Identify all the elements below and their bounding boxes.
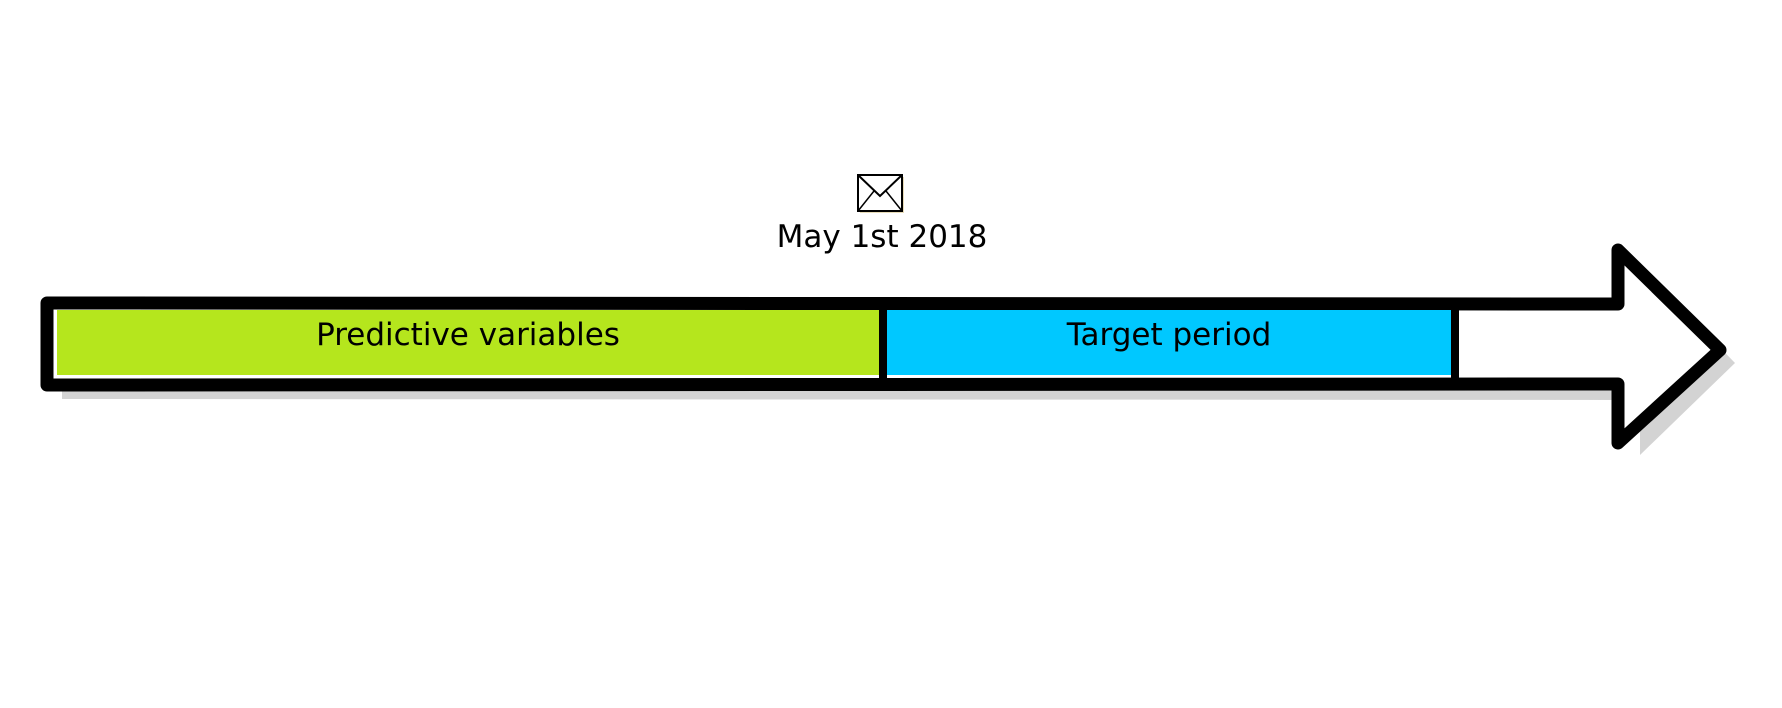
segment-target-period (887, 310, 1451, 375)
segment-predictive-variables (57, 310, 879, 375)
date-label: May 1st 2018 (776, 219, 988, 255)
predictive-variables-label: Predictive variables (316, 317, 620, 353)
envelope-icon (857, 174, 904, 213)
target-period-label: Target period (1066, 317, 1272, 353)
